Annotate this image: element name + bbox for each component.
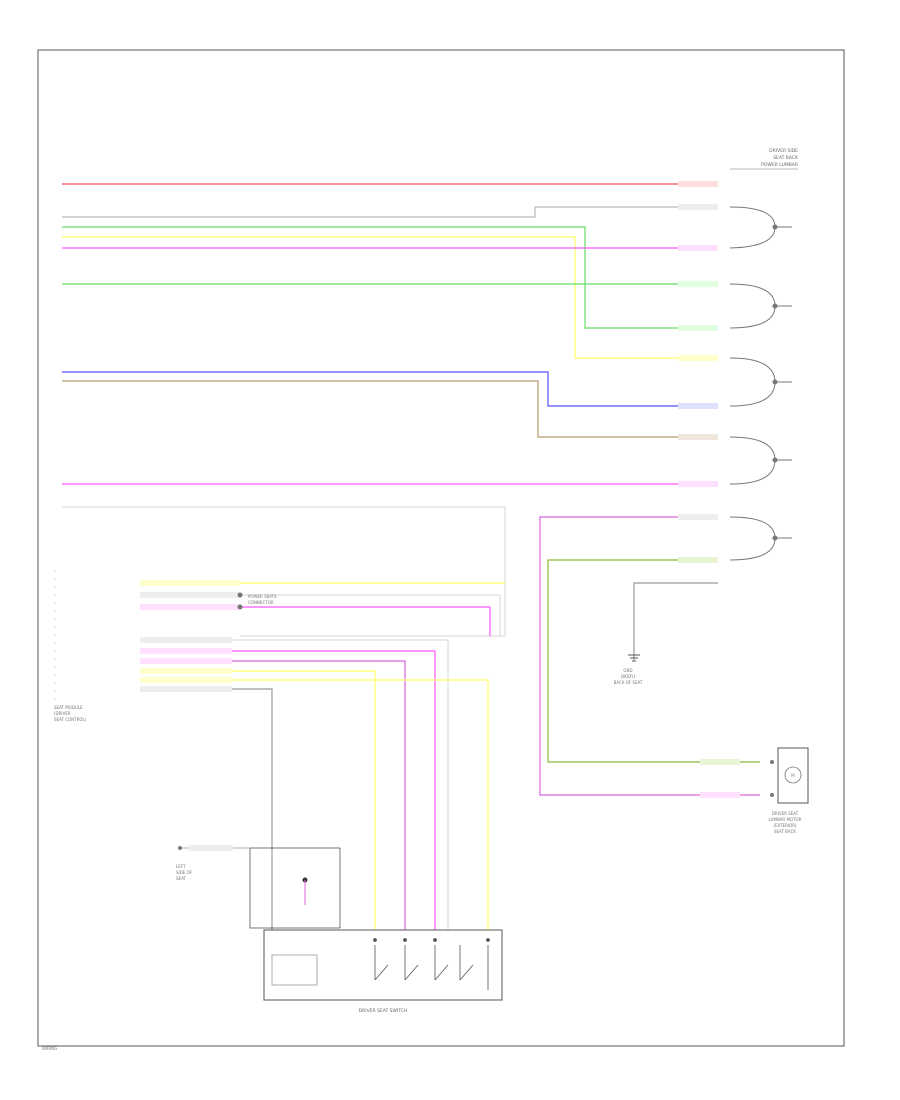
connector-mid-line-1: POWER SEATS (248, 594, 277, 599)
connector-mid-line-2: CONNECTOR (248, 600, 274, 605)
switch-left-line-3: SEAT (176, 876, 186, 881)
top-right-line-2: SEAT BACK (773, 155, 799, 161)
wire-yellow-sw-2 (140, 679, 489, 930)
module-caption: SEAT MODULE (DRIVER SEAT CONTROL) (54, 705, 87, 722)
footer-label: WIRING (42, 1046, 57, 1051)
switch-left-line-1: LEFT (176, 864, 186, 869)
lumbar-motor: M DRIVER SEAT LUMBAR MOTOR (EXTERIOR) SE… (700, 747, 809, 834)
connector-legend: POWER SEATS CONNECTOR (237, 592, 277, 610)
diagram-frame (37, 49, 845, 1047)
lumbar-line-4: SEAT BACK (774, 829, 796, 834)
wire-gray-sw (140, 639, 449, 930)
wire-pink-sw-1 (140, 650, 436, 930)
module-line-1: SEAT MODULE (54, 705, 83, 710)
wire-gray-box (62, 506, 506, 637)
lumbar-line-1: DRIVER SEAT (772, 811, 799, 816)
switch-left-line-2: SIDE OF (176, 870, 193, 875)
wire-gray-ground (633, 582, 718, 660)
switch-caption: DRIVER SEAT SWITCH (359, 1008, 408, 1014)
wire-group-upper (62, 183, 760, 796)
wire-green-1 (62, 226, 718, 329)
module-pins (140, 580, 505, 930)
ground-line-3: BACK OF SEAT (614, 680, 643, 685)
top-right-line-1: DRIVER SIDE (769, 148, 798, 154)
wire-violet-long (539, 516, 760, 796)
wire-blue (62, 371, 718, 407)
wire-olive-long (547, 559, 760, 763)
wire-tan (62, 380, 718, 438)
wire-gray-sw-2 (140, 688, 273, 930)
wire-yellow-1 (62, 236, 718, 359)
module-line-2: (DRIVER (54, 711, 71, 716)
lumbar-line-2: LUMBAR MOTOR (769, 817, 802, 822)
wire-gray-1 (62, 206, 718, 218)
ground-line-2: (BODY) (621, 674, 636, 679)
top-right-line-3: POWER LUMBAR (761, 162, 798, 168)
top-right-label: DRIVER SIDE SEAT BACK POWER LUMBAR (730, 148, 799, 170)
right-connector (729, 206, 792, 561)
lumbar-line-3: (EXTERIOR) (773, 823, 797, 828)
wire-labels-right (678, 181, 718, 563)
module-line-3: SEAT CONTROL) (54, 717, 87, 722)
ground-mid: GND (BODY) BACK OF SEAT (614, 600, 643, 685)
module-pin-stubs (54, 570, 232, 700)
ground-line-1: GND (623, 668, 632, 673)
svg-text:M: M (791, 773, 795, 778)
seat-switch: LEFT SIDE OF SEAT DRIVER SEAT SWITCH (176, 845, 503, 1014)
